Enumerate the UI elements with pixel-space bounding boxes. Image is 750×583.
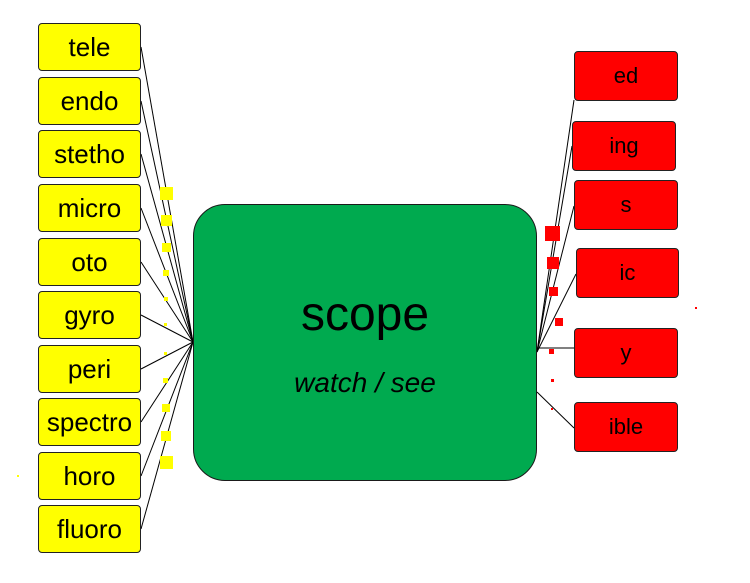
suffix-label: ible (608, 414, 644, 439)
prefix-box-endo[interactable]: endo (38, 77, 141, 125)
root-meaning: watch / see (294, 367, 436, 398)
prefix-box-peri[interactable]: peri (38, 345, 141, 393)
suffix-box-ing[interactable]: ing (572, 121, 676, 171)
suffix-label: ed (613, 63, 639, 88)
prefix-label: fluoro (56, 513, 123, 544)
suffix-connectors (536, 99, 577, 429)
prefix-label: peri (67, 353, 112, 384)
suffix-label: ing (609, 133, 639, 158)
yellow-particles (17, 187, 173, 477)
suffix-label: ic (619, 260, 636, 285)
prefix-box-horo[interactable]: horo (38, 452, 141, 500)
prefix-box-stetho[interactable]: stetho (38, 130, 141, 178)
root-box[interactable]: scope watch / see (193, 204, 537, 481)
prefix-box-tele[interactable]: tele (38, 23, 141, 71)
prefix-label: endo (60, 85, 119, 116)
prefix-label: spectro (46, 406, 133, 437)
prefix-box-oto[interactable]: oto (38, 238, 141, 286)
prefix-label: stetho (54, 138, 125, 169)
suffix-box-ic[interactable]: ic (576, 248, 679, 298)
prefix-label: oto (71, 246, 108, 277)
prefix-label: horo (63, 460, 116, 491)
prefix-label: gyro (64, 299, 115, 330)
suffix-box-ed[interactable]: ed (574, 51, 678, 101)
prefix-box-micro[interactable]: micro (38, 184, 141, 232)
suffix-box-ible[interactable]: ible (574, 402, 678, 452)
prefix-box-spectro[interactable]: spectro (38, 398, 141, 446)
root-word: scope (300, 288, 430, 341)
prefix-box-gyro[interactable]: gyro (38, 291, 141, 339)
prefix-label: tele (68, 31, 111, 62)
red-particles (545, 226, 697, 410)
prefix-box-fluoro[interactable]: fluoro (38, 505, 141, 553)
suffix-box-y[interactable]: y (574, 328, 678, 378)
suffix-label: s (620, 192, 632, 217)
suffix-label: y (620, 340, 632, 365)
suffix-box-s[interactable]: s (574, 180, 678, 230)
prefix-label: micro (57, 192, 122, 223)
